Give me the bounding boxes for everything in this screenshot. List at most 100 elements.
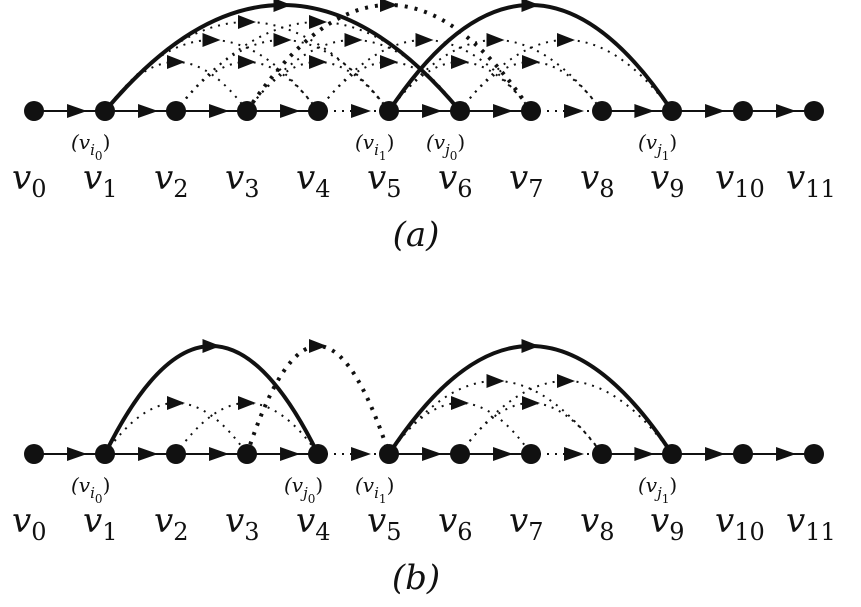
node-label-v1: v1 (83, 501, 118, 546)
arrowhead-icon (564, 447, 585, 461)
node-v7 (521, 444, 541, 464)
arrowhead-icon (202, 33, 221, 47)
arc-v1-v6 (103, 3, 462, 113)
arrowhead-icon (167, 396, 185, 410)
node-label-v5: v5 (367, 158, 402, 203)
arrowhead-icon (67, 104, 88, 118)
node-v11 (804, 101, 824, 121)
node-v9 (662, 444, 682, 464)
arrowhead-icon (280, 447, 301, 461)
node-v5 (379, 101, 399, 121)
node-label-v6: v6 (438, 501, 473, 546)
node-v0 (24, 444, 44, 464)
node-v6 (450, 444, 470, 464)
node-label-v2: v2 (154, 501, 189, 546)
arrowhead-icon (344, 33, 363, 47)
node-label-v3: v3 (225, 501, 260, 546)
arrowhead-icon (415, 33, 434, 47)
node-label-v10: v10 (715, 158, 765, 203)
arc-v3-v7 (245, 3, 533, 113)
arrowhead-icon (705, 104, 726, 118)
arc-v5-v8 (388, 39, 603, 112)
node-v4 (308, 101, 328, 121)
node-label-v8: v8 (580, 158, 615, 203)
arrowhead-icon (422, 104, 443, 118)
arrowhead-icon (634, 447, 655, 461)
arc-v6-v9 (459, 380, 673, 455)
node-label-v9: v9 (650, 501, 685, 546)
arrowhead-icon (493, 447, 514, 461)
node-v11 (804, 444, 824, 464)
node-label-v8: v8 (580, 501, 615, 546)
arrowhead-icon (422, 447, 443, 461)
node-label-v3: v3 (225, 158, 260, 203)
arc-v5-v9 (387, 3, 674, 113)
arrowhead-icon (486, 374, 505, 388)
arrowhead-icon (202, 339, 221, 353)
arrowhead-icon (209, 447, 230, 461)
arrowhead-icon (451, 55, 469, 69)
node-v1 (95, 101, 115, 121)
arrowhead-icon (522, 396, 540, 410)
arrowhead-icon (634, 104, 655, 118)
arrowhead-icon (521, 339, 540, 353)
node-label-v7: v7 (509, 501, 544, 546)
node-v10 (733, 444, 753, 464)
arrowhead-icon (309, 15, 327, 29)
node-label-v7: v7 (509, 158, 544, 203)
arrowhead-icon (776, 104, 797, 118)
arc-v6-v8 (459, 402, 603, 455)
arrowhead-icon (138, 447, 159, 461)
node-v1 (95, 444, 115, 464)
arrowhead-icon (209, 104, 230, 118)
arc-v3-v6 (246, 39, 461, 112)
arrowhead-icon (493, 104, 514, 118)
arrowhead-icon (138, 104, 159, 118)
node-v0 (24, 101, 44, 121)
node-label-v5: v5 (367, 501, 402, 546)
node-v5 (379, 444, 399, 464)
node-label-v4: v4 (296, 501, 331, 546)
arrowhead-icon (167, 55, 185, 69)
arrowhead-icon (280, 104, 301, 118)
node-v2 (166, 444, 186, 464)
arrowhead-icon (273, 0, 292, 12)
arrowhead-icon (705, 447, 726, 461)
node-label-v0: v0 (12, 501, 47, 546)
node-label-v0: v0 (12, 158, 47, 203)
arc-v3-v5 (245, 344, 391, 455)
node-v8 (592, 101, 612, 121)
arrowhead-icon (351, 447, 372, 461)
arrowhead-icon (351, 104, 372, 118)
arc-v5-v7 (388, 402, 532, 455)
arrowhead-icon (309, 55, 327, 69)
arc-v2-v4 (175, 402, 319, 455)
arrowhead-icon (486, 33, 505, 47)
arrowhead-icon (309, 339, 327, 353)
node-label-v2: v2 (154, 158, 189, 203)
figure-caption: (a) (393, 215, 440, 255)
arrowhead-icon (380, 55, 398, 69)
arrowhead-icon (521, 0, 540, 12)
figure-caption: (b) (392, 558, 440, 598)
node-label-v4: v4 (296, 158, 331, 203)
node-label-v9: v9 (650, 158, 685, 203)
node-v2 (166, 101, 186, 121)
arrowhead-icon (557, 33, 575, 47)
node-v8 (592, 444, 612, 464)
node-label-v6: v6 (438, 158, 473, 203)
arrowhead-icon (564, 104, 585, 118)
node-v3 (237, 101, 257, 121)
arrowhead-icon (67, 447, 88, 461)
arrowhead-icon (380, 0, 398, 12)
node-v7 (521, 101, 541, 121)
arc-v6-v9 (459, 39, 673, 112)
node-label-v11: v11 (786, 501, 836, 546)
arrowhead-icon (238, 55, 256, 69)
arrowhead-icon (776, 447, 797, 461)
arrowhead-icon (451, 396, 469, 410)
node-label-v1: v1 (83, 158, 118, 203)
node-v9 (662, 101, 682, 121)
arrowhead-icon (557, 374, 575, 388)
